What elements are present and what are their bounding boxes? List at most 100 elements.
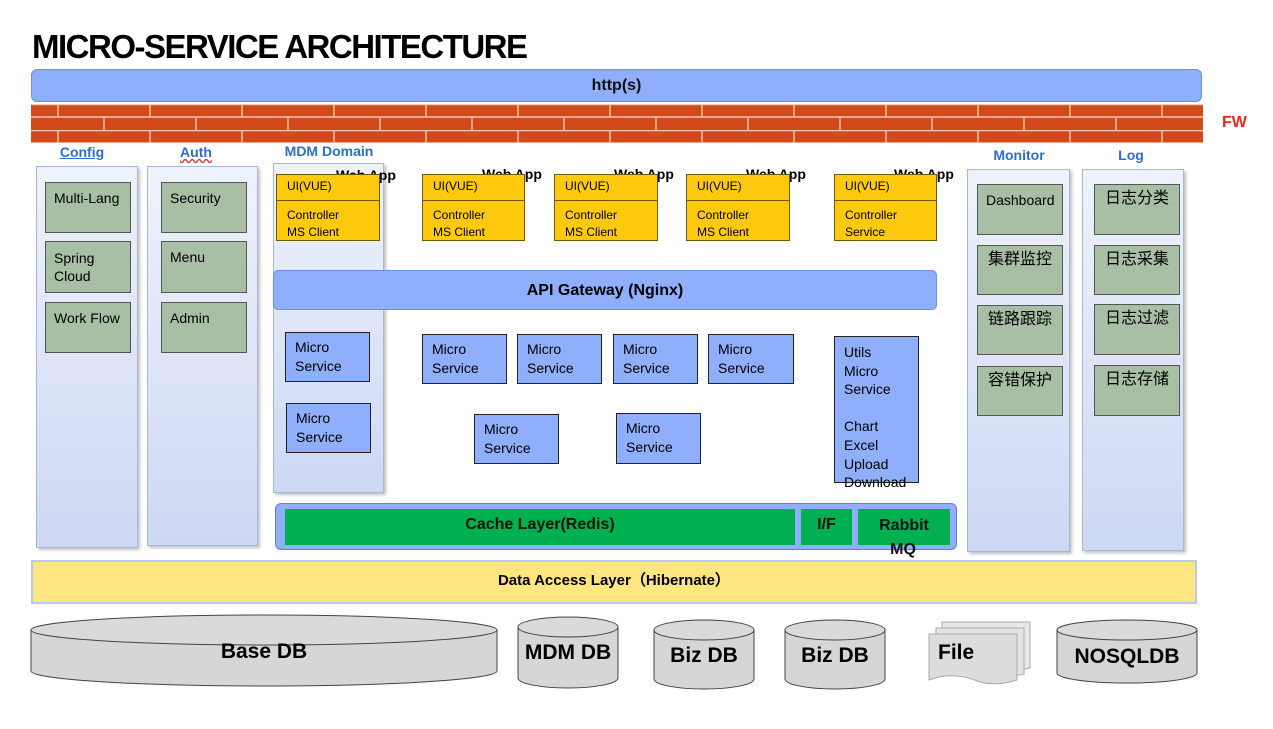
web-app-box: UI(VUE) Controller MS Client [422,174,525,241]
api-gateway: API Gateway (Nginx) [273,270,937,310]
web-app-client: MS Client [565,225,618,239]
cache-layer-label: Cache Layer(Redis) [465,516,615,533]
monitor-title: Monitor [993,147,1045,163]
db-label-biz-db: Biz DB [670,644,738,667]
config-item-work-flow: Work Flow [45,302,131,353]
utils-micro-service: Utils Micro Service Chart Excel Upload D… [834,336,919,490]
file-label: File [938,641,975,664]
log-item-classify: 日志分类 [1094,184,1180,235]
web-app-client: MS Client [697,225,750,239]
web-app-client: MS Client [433,225,486,239]
utils-item-download: Download [844,474,907,491]
web-app-ui: UI(VUE) [687,175,789,201]
micro-service-line1: Micro [623,341,658,357]
auth-title: Auth [180,144,212,160]
micro-service-line2: Service [432,360,479,376]
web-app-controller: Controller [697,208,750,222]
micro-service-line1: Micro [626,420,661,436]
web-app-ui: UI(VUE) [835,175,936,201]
web-app-ui: UI(VUE) [277,175,379,201]
utils-item-upload: Upload [844,455,889,472]
db-label-base-db: Base DB [220,640,308,663]
monitor-item-dashboard: Dashboard [977,184,1063,235]
web-app-ui: UI(VUE) [423,175,524,201]
web-app-controller: Controller [565,208,618,222]
file-stack-icon [928,621,1031,685]
auth-item-admin: Admin [161,302,247,353]
config-title: Config [59,144,105,160]
brick-pattern [31,104,1203,143]
config-item-spring-cloud-label: Spring Cloud [54,250,95,284]
config-item-spring-cloud: Spring Cloud [45,241,131,293]
auth-item-menu: Menu [161,241,247,293]
cache-layer-redis: Cache Layer(Redis) [285,509,795,545]
micro-service-line1: Micro [484,421,519,437]
monitor-item-tracing: 链路跟踪 [977,305,1063,355]
web-app-box: UI(VUE) Controller MS Client [686,174,790,241]
firewall-label: FW [1222,114,1247,131]
web-app-controller: Controller [433,208,486,222]
micro-service-line1: Micro [432,341,467,357]
web-app-box: UI(VUE) Controller MS Client [276,174,380,241]
micro-service-line2: Service [296,429,343,445]
database-cylinder-nosqldb [1056,619,1198,684]
micro-service-line1: Micro [718,341,753,357]
database-cylinder-biz-db-2 [784,619,886,690]
log-panel: 日志分类 日志采集 日志过滤 日志存储 [1082,169,1184,551]
database-cylinder-biz-db-1 [653,619,755,690]
utils-line2: Service [844,381,891,398]
log-title: Log [1118,147,1144,163]
db-label-mdm-db: MDM DB [524,641,612,664]
micro-service-line2: Service [626,439,673,455]
mdm-domain-title: MDM Domain [284,143,374,159]
monitor-item-cluster: 集群监控 [977,245,1063,295]
web-app-controller: Controller [845,208,898,222]
database-cylinder-mdm-db [517,616,619,689]
interface-block: I/F [801,509,852,545]
rabbit-mq-line1: Rabbit [879,517,929,534]
rabbit-mq-line2: MQ [890,541,916,558]
log-item-filter: 日志过滤 [1094,304,1180,355]
micro-service-line2: Service [623,360,670,376]
utils-item-excel: Excel [844,436,879,453]
data-access-layer: Data Access Layer（Hibernate） [31,560,1197,604]
web-app-client: MS Client [287,225,340,239]
micro-service-line2: Service [484,440,531,456]
diagram-title: MICRO-SERVICE ARCHITECTURE [32,28,528,65]
config-item-multi-lang: Multi-Lang [45,182,131,233]
auth-panel: Security Menu Admin [147,166,258,546]
db-label-nosqldb: NOSQLDB [1074,645,1180,668]
auth-item-security: Security [161,182,247,233]
micro-service-line1: Micro [296,410,331,426]
micro-service-line2: Service [527,360,574,376]
micro-service-line2: Service [718,360,765,376]
log-item-collect: 日志采集 [1094,245,1180,295]
log-item-store: 日志存储 [1094,365,1180,416]
monitor-panel: Dashboard 集群监控 链路跟踪 容错保护 [967,169,1070,552]
database-cylinder-base-db [30,614,498,687]
micro-service-line1: Micro [295,339,330,355]
config-panel: Multi-Lang Spring Cloud Work Flow [36,166,138,548]
utils-item-chart: Chart [844,418,879,435]
micro-service-line1: Micro [527,341,562,357]
firewall-wall [31,104,1203,143]
utils-line1: Utils Micro [844,344,879,379]
monitor-item-fault-tolerance: 容错保护 [977,366,1063,416]
micro-service-line2: Service [295,358,342,374]
db-label-biz-db: Biz DB [801,644,869,667]
web-app-controller: Controller [287,208,340,222]
http-bar: http(s) [31,69,1202,102]
